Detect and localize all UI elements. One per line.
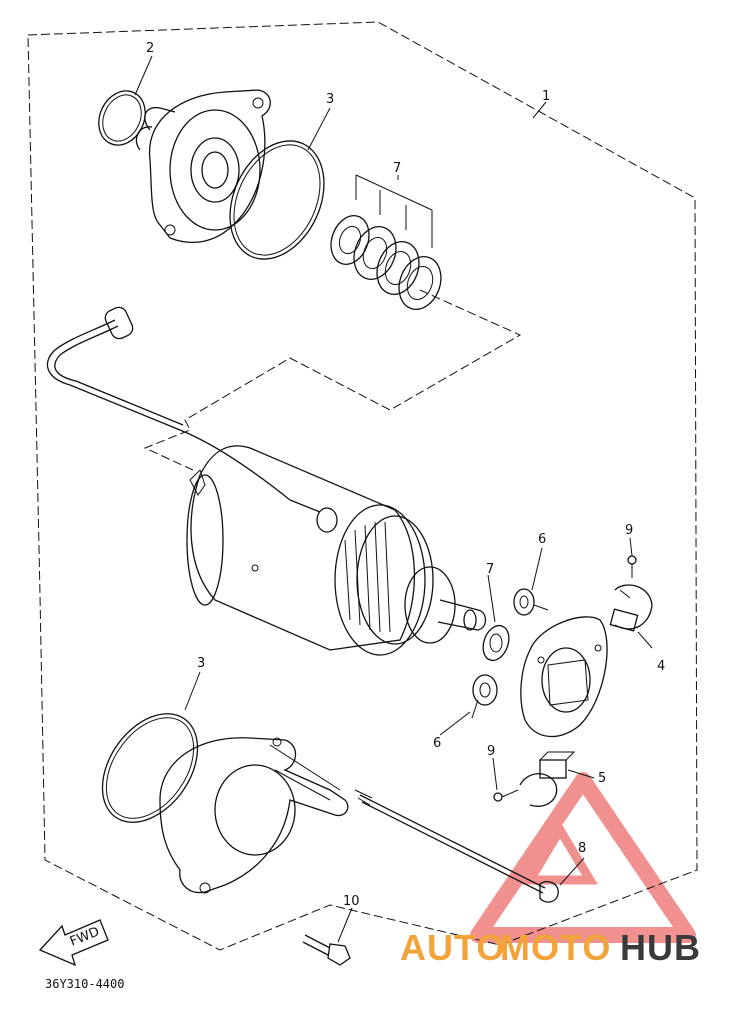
callout-1: 1 [542, 89, 550, 104]
assembly-boundary [27, 21, 698, 951]
brush-spring-6-lower [471, 674, 498, 719]
callout-2: 2 [146, 41, 154, 56]
o-ring-3-lower [101, 713, 199, 823]
watermark-triangle [470, 772, 696, 943]
callout-7-upper: 7 [393, 161, 401, 176]
motor-yoke [186, 445, 487, 656]
screw-9-lower [493, 789, 519, 802]
o-ring-2 [98, 90, 146, 146]
callout-5: 5 [598, 771, 606, 786]
brush-spring-6-upper [513, 588, 549, 616]
callout-9-upper: 9 [625, 523, 633, 538]
svg-text:HUB: HUB [620, 927, 701, 968]
callout-4: 4 [657, 659, 665, 674]
svg-text:MOTO: MOTO [500, 927, 611, 968]
washer-7-lower [482, 624, 510, 662]
callout-7-lower: 7 [486, 562, 494, 577]
brush-4 [609, 584, 653, 632]
brush-holder-plate [520, 616, 608, 738]
lead-wire [46, 306, 338, 533]
o-ring-3-upper [229, 140, 325, 260]
bolt-10 [302, 934, 351, 966]
front-cover [135, 89, 271, 243]
callout-6-lower: 6 [433, 736, 441, 751]
through-bolt-8 [354, 789, 559, 903]
watermark-logo: AUTO MOTO HUB [400, 927, 701, 968]
leader-lines [134, 55, 653, 943]
rear-cover [159, 737, 349, 894]
callout-6-upper: 6 [538, 532, 546, 547]
callout-10: 10 [343, 894, 360, 909]
washer-stack-7 [330, 215, 442, 310]
brush-5 [519, 751, 576, 807]
svg-text:AUTO: AUTO [400, 927, 505, 968]
callout-8: 8 [578, 841, 586, 856]
callout-9-lower: 9 [487, 744, 495, 759]
fwd-arrow-icon: FWD [38, 919, 109, 967]
screw-9-upper [627, 555, 637, 578]
callout-3-upper: 3 [326, 92, 334, 107]
part-code: 36Y310-4400 [45, 977, 124, 991]
callout-3-lower: 3 [197, 656, 205, 671]
